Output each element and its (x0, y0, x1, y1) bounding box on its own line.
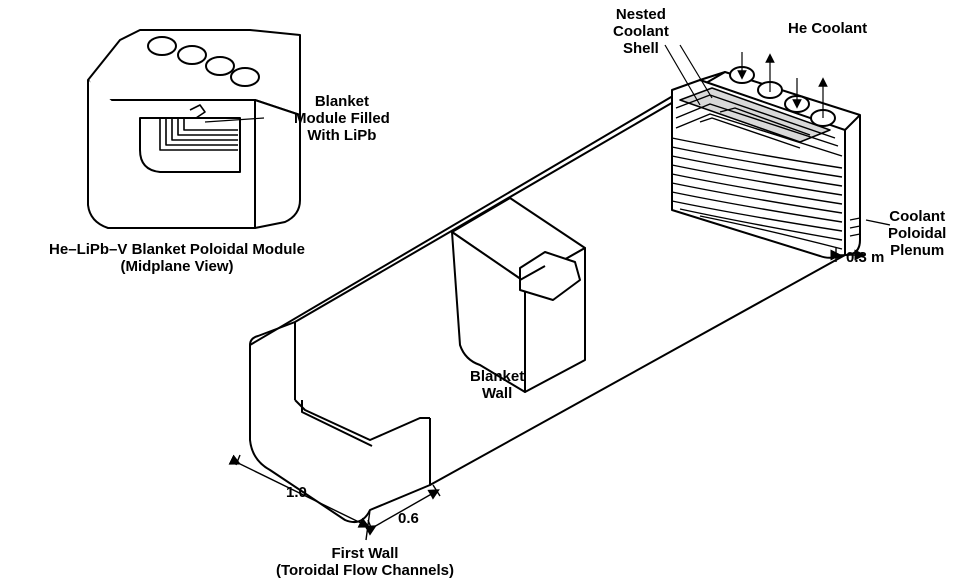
label-blanket-wall: Blanket Wall (470, 368, 524, 402)
label-line: Shell (622, 40, 659, 57)
label-dim-0-6: 0.6 (398, 510, 419, 527)
label-module-title: He–LiPb–V Blanket Poloidal Module (Midpl… (32, 241, 322, 275)
label-line: Module Filled (294, 110, 390, 127)
label-line: Poloidal (888, 225, 947, 242)
label-line: Nested (615, 6, 666, 23)
port-ring (230, 67, 260, 87)
main-blanket-box (249, 44, 861, 523)
label-line: He–LiPb–V Blanket Poloidal Module (49, 241, 305, 258)
label-line: Plenum (890, 242, 945, 259)
stacked-layers (671, 137, 843, 250)
label-line: Coolant (613, 23, 669, 40)
label-he-coolant: He Coolant (788, 20, 868, 37)
label-first-wall: First Wall (Toroidal Flow Channels) (230, 545, 500, 579)
label-line: Blanket (470, 368, 525, 385)
port-ring (147, 36, 177, 56)
label-nested-shell: Nested Coolant Shell (613, 6, 669, 57)
coolant-arrows (737, 52, 828, 118)
dimension-lines (228, 219, 891, 541)
port-ring (177, 45, 207, 65)
label-dim-1-0: 1.0 (286, 484, 307, 501)
label-line: With LiPb (307, 127, 377, 144)
label-line: Wall (481, 385, 513, 402)
label-dim-0-3: 0.3 m (846, 249, 885, 266)
label-plenum: Coolant Poloidal Plenum (888, 208, 946, 259)
liPb-layers (159, 104, 238, 151)
label-line: (Toroidal Flow Channels) (275, 562, 455, 579)
inset-module (87, 29, 301, 229)
port-ring (205, 56, 235, 76)
label-line: First Wall (331, 545, 399, 562)
label-line: Coolant (889, 208, 946, 225)
label-line: Blanket (314, 93, 370, 110)
label-line: (Midplane View) (120, 258, 234, 275)
blanket-wall-structure (451, 197, 586, 393)
label-blanket-module: Blanket Module Filled With LiPb (294, 93, 390, 144)
